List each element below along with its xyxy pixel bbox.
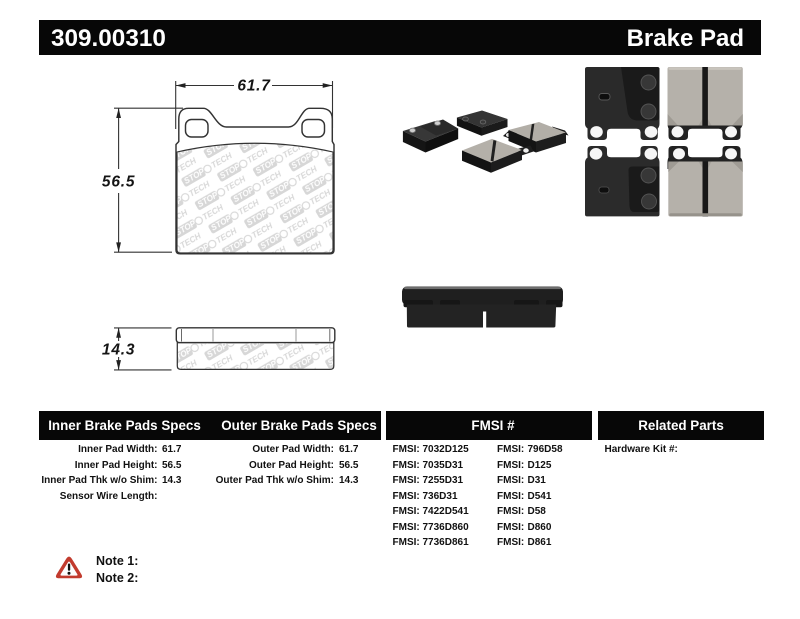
svg-text:61.7: 61.7 xyxy=(237,78,271,95)
svg-text:14.3: 14.3 xyxy=(102,342,135,359)
svg-text:56.5: 56.5 xyxy=(102,174,135,191)
